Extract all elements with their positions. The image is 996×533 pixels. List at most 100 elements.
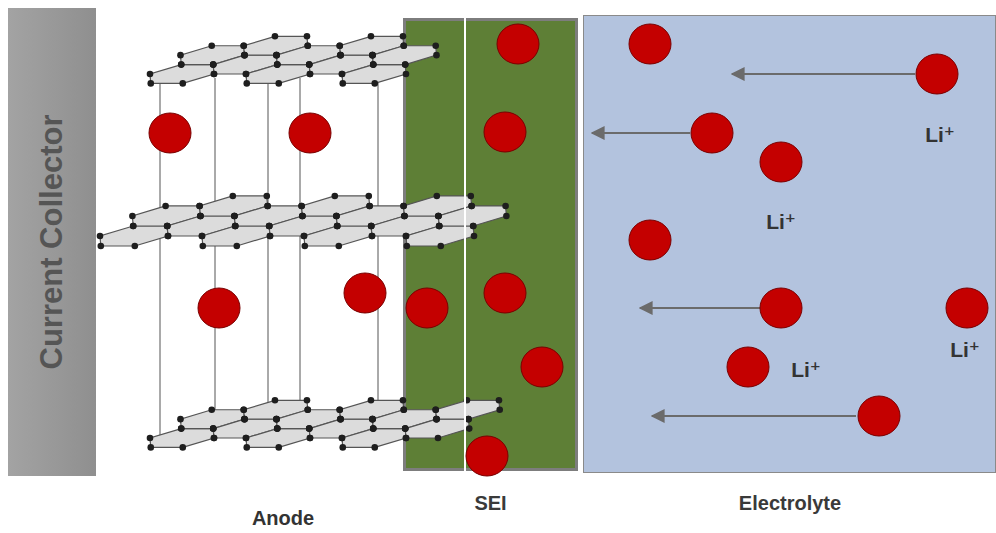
carbon-atom [210,425,217,432]
carbon-atom [369,233,376,240]
carbon-atom [266,223,273,230]
carbon-atom [178,425,185,432]
carbon-atom [165,233,172,240]
carbon-atom [306,61,313,68]
carbon-atom [468,203,475,210]
ion-label: Li⁺ [766,210,796,234]
carbon-atom [435,213,442,220]
carbon-atom [275,444,282,451]
carbon-atom [404,243,411,250]
carbon-atom [147,71,154,78]
carbon-atom [129,213,136,220]
carbon-atom [368,33,375,40]
carbon-atom [304,33,311,40]
carbon-atom [306,425,313,432]
lithium-ion [727,347,769,387]
carbon-atom [336,42,343,49]
carbon-atom [470,223,477,230]
lithium-ion [484,273,526,313]
carbon-atom [337,52,344,59]
lithium-ion [946,288,988,328]
carbon-atom [337,416,344,423]
carbon-atom [466,425,473,432]
carbon-atom [337,52,344,59]
carbon-atom [502,203,509,210]
carbon-atom [433,52,440,59]
graphene-layer [97,193,510,250]
spacing-line [215,78,216,440]
carbon-atom [370,425,377,432]
ion-arrows [592,74,915,416]
carbon-atom [339,71,346,78]
carbon-atom [403,233,410,240]
ion-arrow [592,132,690,134]
carbon-atom [369,52,376,59]
carbon-atom [438,243,445,250]
carbon-atom [401,213,408,220]
carbon-atom [240,406,247,413]
carbon-atom [306,61,313,68]
carbon-atom [241,52,248,59]
carbon-atom [432,42,439,49]
carbon-atom [403,435,410,442]
lithium-ion [497,24,539,64]
carbon-atom [178,61,185,68]
carbon-atom [403,233,410,240]
carbon-atom [211,71,218,78]
text-holder: SEI [474,492,506,515]
text-holder: Li⁺ [766,210,796,234]
carbon-atom [301,233,308,240]
carbon-atom [334,223,341,230]
carbon-atom [467,193,474,200]
carbon-atom [368,223,375,230]
lithium-ion [484,112,526,152]
text-holder: Li⁺ [950,338,980,362]
carbon-atom [273,416,280,423]
carbon-atom [337,416,344,423]
carbon-atom [264,203,271,210]
carbon-atom [232,223,239,230]
carbon-atom [433,416,440,423]
carbon-atom [306,425,313,432]
carbon-atom [210,61,217,68]
carbon-atom [333,213,340,220]
carbon-atom [339,444,346,451]
carbon-atom [243,444,250,451]
carbon-atom [306,425,313,432]
lithium-ion [916,54,958,94]
carbon-atom [400,42,407,49]
carbon-atom [273,52,280,59]
carbon-atom [307,71,314,78]
carbon-atom [371,444,378,451]
carbon-atom [210,425,217,432]
carbon-atom [403,435,410,442]
carbon-atom [366,203,373,210]
carbon-atom [273,416,280,423]
carbon-atom [164,223,171,230]
carbon-atom [200,243,207,250]
text-holder: Electrolyte [739,492,841,515]
carbon-atom [274,61,281,68]
lithium-ion [858,396,900,436]
lithium-ion [760,288,802,328]
graphene-sheets [97,33,510,451]
carbon-atom [234,243,241,250]
carbon-atom [299,213,306,220]
lithium-ion [198,288,240,328]
carbon-atom [471,233,478,240]
carbon-atom [241,416,248,423]
carbon-atom [369,416,376,423]
carbon-atom [241,52,248,59]
carbon-atom [130,223,137,230]
ion-label: Li⁺ [950,338,980,362]
carbon-atom [496,406,503,413]
graphene-layer [147,397,503,451]
carbon-atom [98,243,105,250]
carbon-atom [371,80,378,87]
carbon-atom [274,61,281,68]
carbon-atom [130,223,137,230]
carbon-atom [273,416,280,423]
carbon-atom [162,203,169,210]
carbon-atom [436,223,443,230]
carbon-atom [465,416,472,423]
